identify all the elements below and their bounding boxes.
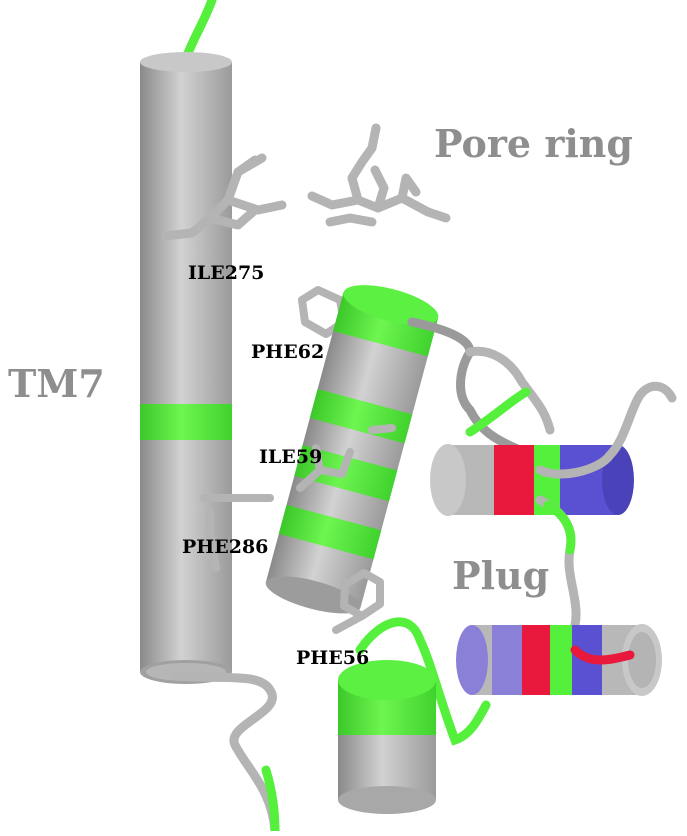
pore-ring-sticks	[160, 123, 451, 241]
phe286-label: PHE286	[182, 536, 268, 558]
tm7-helix	[140, 52, 232, 684]
coil-plug-red	[570, 645, 635, 665]
ile275-label: ILE275	[188, 262, 264, 284]
lower-helix	[338, 660, 436, 814]
tm7-label: TM7	[8, 361, 105, 406]
phe56-label: PHE56	[296, 647, 369, 669]
coil-top	[181, 0, 217, 63]
coil-plug-mid-green	[543, 500, 576, 555]
phe62-label: PHE62	[251, 341, 324, 363]
coil-plug-top	[535, 381, 677, 479]
coil-green-seg	[465, 387, 531, 437]
phe286-sidechain	[200, 494, 274, 572]
plug-label: Plug	[452, 553, 549, 598]
ile59-label: ILE59	[259, 446, 322, 468]
pore-ring-label: Pore ring	[434, 121, 633, 166]
coil-bottom-green	[261, 765, 280, 836]
plug-helix-upper	[430, 444, 634, 516]
ile59-sidechain	[296, 424, 396, 492]
plug-helix-lower	[456, 624, 662, 696]
phe56-sidechain	[332, 569, 384, 634]
coil-upper-loop-b	[465, 346, 555, 435]
coil-bottom	[170, 671, 280, 836]
